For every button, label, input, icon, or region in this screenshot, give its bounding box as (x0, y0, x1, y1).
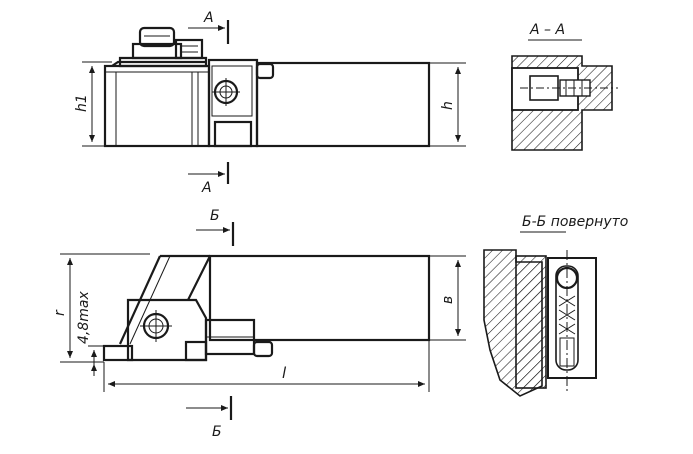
front-screw (184, 318, 274, 362)
clamp-top (111, 26, 208, 68)
dim-h-label: h (440, 101, 456, 110)
dimension-h: h (429, 62, 466, 147)
holder-head (103, 64, 211, 148)
dim-b-label: в (440, 296, 456, 304)
dimension-b: в (429, 255, 466, 341)
dim-l-label: l (282, 364, 287, 382)
section-a-label-bottom: A (201, 180, 212, 196)
top-view: A A h1 h (74, 10, 466, 196)
section-aa: A – A (511, 22, 618, 151)
shank-top (255, 61, 431, 148)
dimension-max: 4,8max (76, 291, 104, 376)
screw-block (207, 58, 275, 148)
dim-max-label: 4,8max (76, 291, 92, 344)
insert-clamp (102, 298, 208, 362)
section-a-marker-bottom: A (188, 162, 230, 196)
section-b-label-top: Б (210, 208, 220, 224)
dim-h1-label: h1 (74, 94, 90, 112)
section-b-marker-bottom: Б (186, 396, 233, 440)
section-aa-title: A – A (529, 22, 565, 38)
section-b-marker-top: Б (196, 208, 235, 246)
section-bb: Б-Б повернуто (483, 214, 628, 397)
dimension-h1: h1 (74, 61, 112, 147)
dimension-r: r (52, 253, 150, 363)
section-bb-title: Б-Б повернуто (522, 214, 628, 230)
section-b-label-bottom: Б (212, 424, 222, 440)
section-a-marker-top: A (188, 10, 230, 44)
shank-front (208, 254, 431, 342)
dim-r-label: r (52, 309, 68, 316)
front-view: Б Б r 4,8max в (52, 208, 466, 440)
dimension-l: l (103, 340, 430, 392)
section-a-label-top: A (203, 10, 214, 26)
